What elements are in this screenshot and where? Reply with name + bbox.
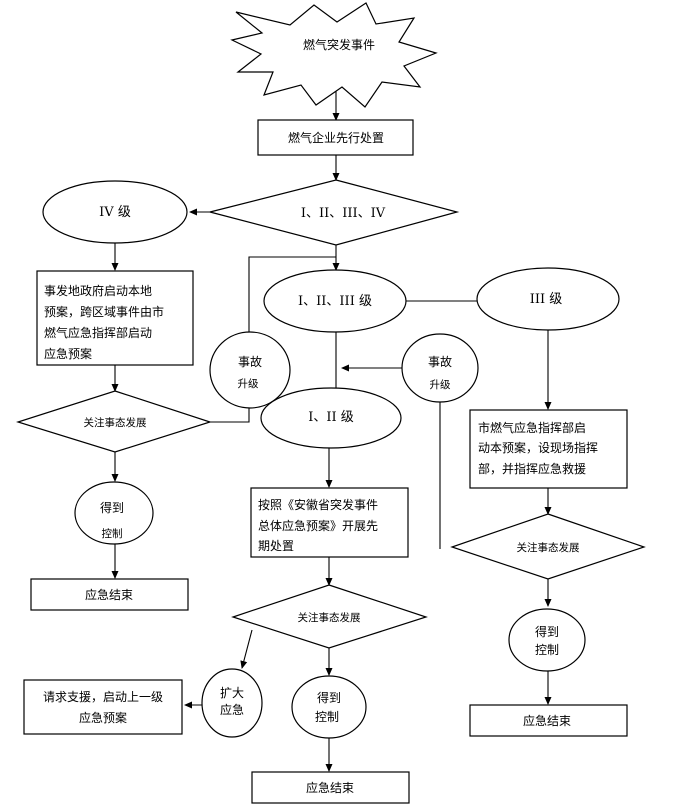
city-hq-line: 市燃气应急指挥部启 [478, 420, 586, 435]
end-right-box: 应急结束 [469, 704, 628, 737]
controlled-right-line: 控制 [535, 643, 559, 657]
province-plan-box: 按照《安徽省突发事件 总体应急预案》开展先 期处置 [250, 487, 409, 558]
city-hq-box: 市燃气应急指挥部启 动本预案，设现场指挥 部，并指挥应急救援 [469, 409, 628, 489]
burst-shape [230, 2, 438, 108]
city-hq-line: 部，并指挥应急救援 [478, 461, 586, 476]
level-i-ii-node: I、II 级 [260, 387, 402, 449]
start-label: 燃气突发事件 [303, 37, 375, 52]
province-plan-line: 期处置 [258, 539, 294, 553]
province-plan-line: 按照《安徽省突发事件 [258, 497, 378, 512]
decision-level: I、II、III、IV [209, 179, 460, 246]
controlled-mid-node: 得到 控制 [291, 675, 367, 739]
level-i-ii-label: I、II 级 [308, 410, 354, 425]
city-hq-line: 动本预案，设现场指挥 [478, 440, 598, 455]
local-gov-line: 燃气应急指挥部启动 [44, 325, 152, 340]
expand-node: 扩大 应急 [201, 668, 263, 738]
watch-mid-node: 关注事态发展 [231, 584, 428, 649]
escalate-mid-line: 事故 [428, 354, 452, 369]
local-gov-line: 事发地政府启动本地 [44, 283, 152, 298]
level-i-ii-iii-label: I、II、III 级 [298, 294, 372, 309]
request-support-box: 请求支援，启动上一级 应急预案 [23, 679, 183, 735]
controlled-mid-line: 得到 [317, 690, 341, 705]
watch-right-label: 关注事态发展 [517, 541, 580, 554]
escalate-left-line: 升级 [238, 378, 259, 390]
watch-right-node: 关注事态发展 [450, 513, 646, 580]
end-mid-label: 应急结束 [306, 780, 354, 795]
escalate-mid-line: 升级 [430, 379, 451, 391]
level-iv-label: IV 级 [99, 205, 131, 220]
controlled-left-node: 得到 控制 [74, 481, 154, 545]
local-gov-box: 事发地政府启动本地 预案，跨区域事件由市 燃气应急指挥部启动 应急预案 [36, 270, 194, 366]
controlled-right-node: 得到 控制 [508, 608, 586, 672]
expand-line: 扩大 [220, 686, 244, 700]
level-iv-node: IV 级 [42, 180, 188, 244]
controlled-right-line: 得到 [535, 624, 559, 639]
escalate-mid-node: 事故 升级 [401, 333, 479, 403]
start-event: 燃气突发事件 [230, 2, 438, 108]
local-gov-line: 应急预案 [44, 346, 92, 361]
level-iii-label: III 级 [530, 292, 563, 307]
escalate-left-node: 事故 升级 [209, 331, 291, 409]
end-left-box: 应急结束 [30, 578, 189, 611]
controlled-left-line: 得到 [100, 500, 124, 515]
expand-line: 应急 [220, 702, 244, 717]
end-left-label: 应急结束 [85, 587, 133, 602]
watch-left-node: 关注事态发展 [15, 390, 212, 453]
controlled-left-line: 控制 [102, 527, 123, 540]
controlled-mid-line: 控制 [315, 710, 339, 724]
request-support-line: 请求支援，启动上一级 [43, 690, 163, 704]
enterprise-label: 燃气企业先行处置 [288, 130, 384, 145]
local-gov-line: 预案，跨区域事件由市 [44, 304, 164, 319]
level-i-ii-iii-node: I、II、III 级 [263, 269, 407, 333]
decision-label: I、II、III、IV [301, 206, 386, 221]
watch-mid-label: 关注事态发展 [298, 611, 361, 624]
request-support-line: 应急预案 [79, 710, 127, 725]
escalate-left-line: 事故 [238, 354, 262, 369]
end-right-label: 应急结束 [523, 713, 571, 728]
end-mid-box: 应急结束 [251, 771, 410, 804]
enterprise-box: 燃气企业先行处置 [257, 119, 414, 156]
arrow-watch-to-expand [240, 629, 253, 669]
level-iii-node: III 级 [476, 267, 620, 331]
province-plan-line: 总体应急预案》开展先 [258, 518, 378, 533]
watch-left-label: 关注事态发展 [84, 416, 147, 429]
